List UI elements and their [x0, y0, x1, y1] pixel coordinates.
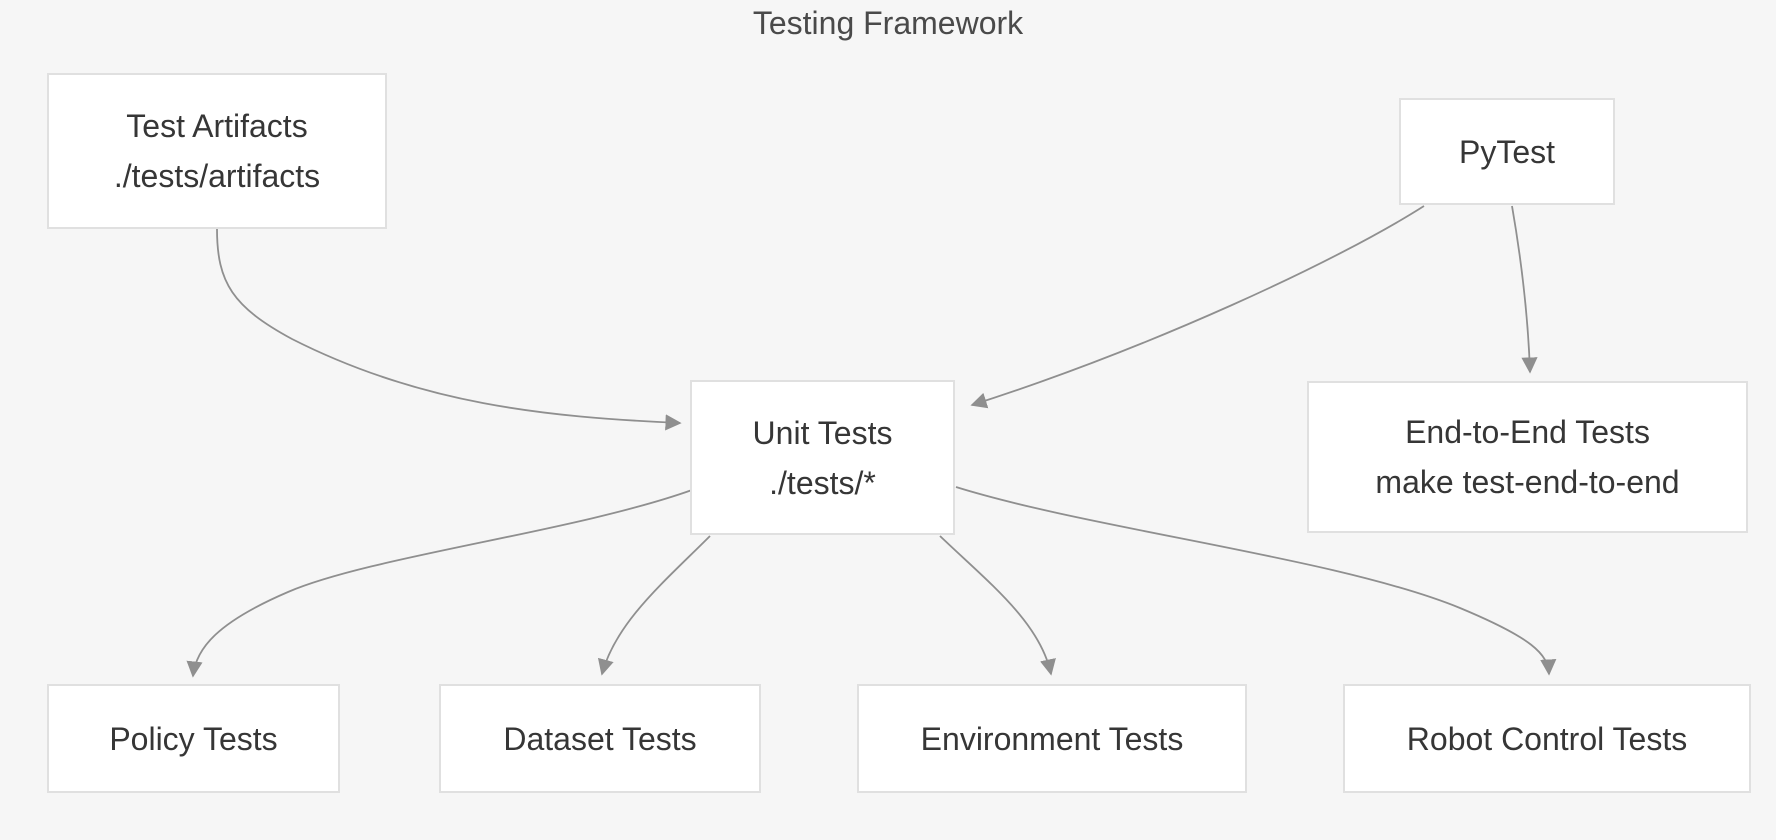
node-label: Test Artifacts: [126, 108, 308, 144]
edge-pytest-to-end-to-end-tests: [1511, 205, 1538, 374]
node-label: PyTest: [1458, 133, 1556, 170]
edge-test-artifacts-to-unit-tests: [216, 228, 682, 431]
node-end-to-end-tests: End-to-End Tests make test-end-to-end: [1307, 381, 1748, 533]
node-pytest: PyTest: [1399, 98, 1615, 205]
node-unit-tests: Unit Tests ./tests/*: [690, 380, 955, 535]
edge-unit-tests-to-policy-tests: [186, 489, 693, 678]
edge-pytest-to-unit-tests: [970, 205, 1425, 409]
edge-group: [186, 205, 1557, 678]
node-label: ./tests/artifacts: [113, 158, 321, 194]
edge-unit-tests-to-robot-control-tests: [955, 486, 1557, 676]
node-policy-tests: Policy Tests: [47, 684, 340, 793]
edge-unit-tests-to-dataset-tests: [597, 535, 711, 676]
diagram-title: Testing Framework: [752, 5, 1024, 41]
node-environment-tests: Environment Tests: [857, 684, 1247, 793]
edge-unit-tests-to-environment-tests: [939, 535, 1056, 676]
node-dataset-tests: Dataset Tests: [439, 684, 761, 793]
node-label: ./tests/*: [769, 464, 876, 501]
node-label: make test-end-to-end: [1375, 464, 1680, 500]
node-test-artifacts: Test Artifacts ./tests/artifacts: [47, 73, 387, 229]
node-label: End-to-End Tests: [1405, 414, 1650, 450]
node-label: Unit Tests: [752, 414, 893, 451]
node-label: Policy Tests: [109, 720, 278, 757]
node-label: Dataset Tests: [503, 720, 697, 757]
node-label: Environment Tests: [920, 720, 1184, 757]
node-robot-control-tests: Robot Control Tests: [1343, 684, 1751, 793]
node-label: Robot Control Tests: [1406, 720, 1688, 757]
